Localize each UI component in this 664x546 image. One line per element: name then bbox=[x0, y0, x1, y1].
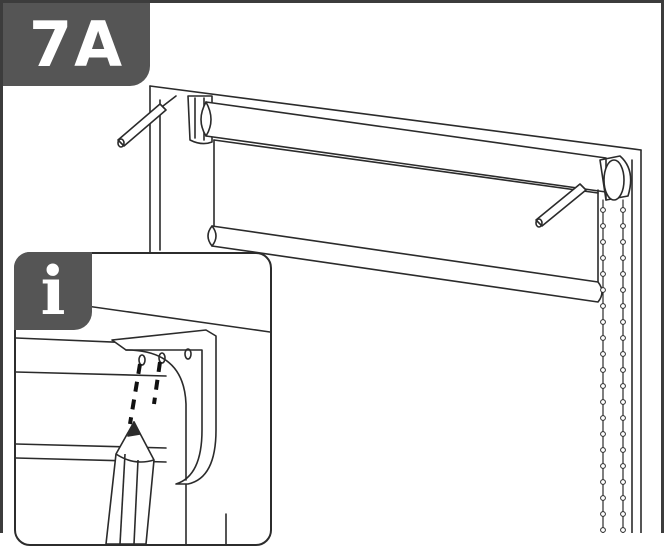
chain-beads-right bbox=[620, 207, 626, 533]
wall-plug-left bbox=[117, 95, 177, 148]
instruction-frame bbox=[0, 0, 664, 533]
info-icon: i bbox=[40, 252, 66, 330]
window-frame-top bbox=[149, 85, 642, 151]
info-badge: i bbox=[14, 252, 92, 330]
bracket-detail-illustration bbox=[16, 295, 270, 544]
pencil-icon bbox=[105, 421, 155, 544]
step-label: 7A bbox=[28, 8, 125, 81]
step-badge: 7A bbox=[3, 3, 150, 86]
detail-bracket bbox=[111, 329, 217, 485]
marking-line-right bbox=[152, 361, 162, 405]
chain-beads-left bbox=[600, 207, 606, 533]
blind-installation-illustration bbox=[117, 85, 642, 533]
bottom-rail bbox=[207, 225, 603, 303]
marking-line-left bbox=[128, 363, 142, 425]
blind-fabric bbox=[213, 139, 599, 289]
wall-plug-right bbox=[535, 183, 587, 228]
